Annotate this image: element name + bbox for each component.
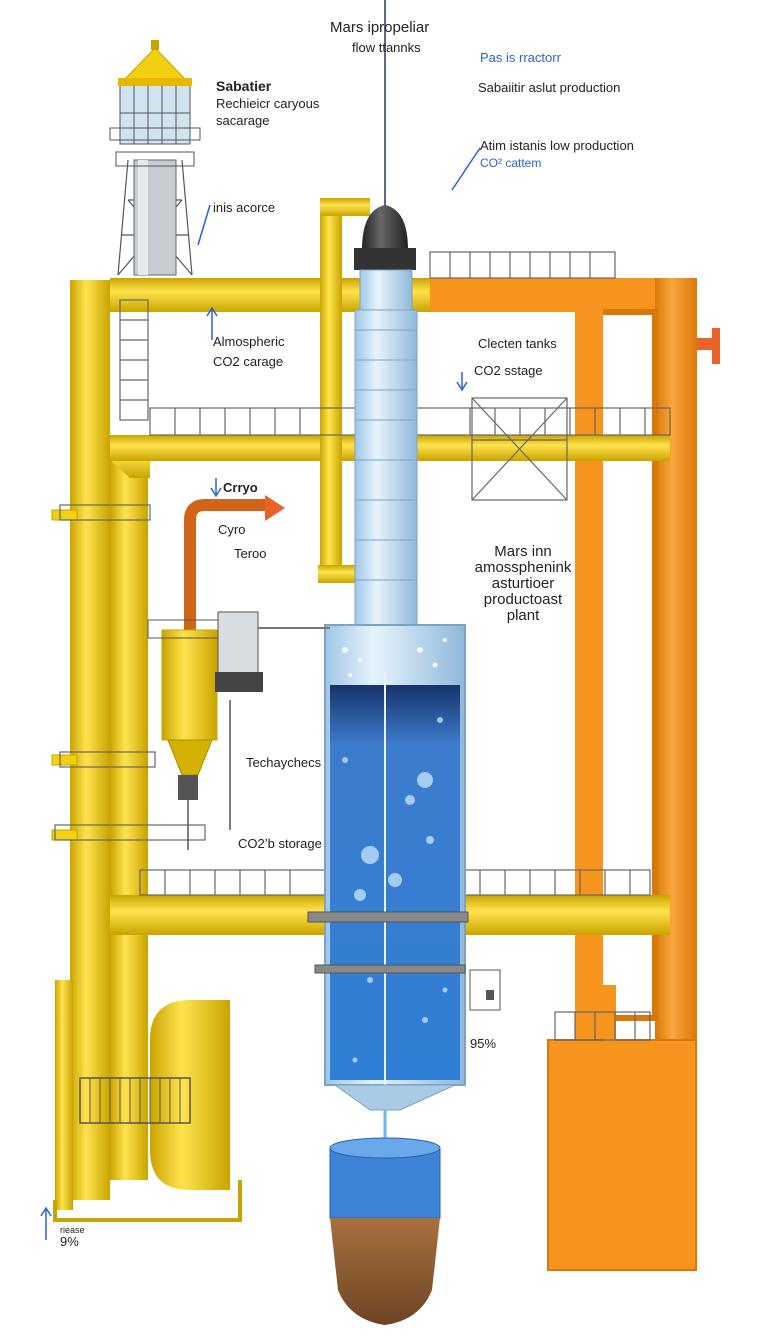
low-production-label: Atim istanis low production bbox=[480, 138, 634, 153]
techaychecs-label: Techaychecs bbox=[246, 755, 322, 770]
title-line1: Mars ipropeliar bbox=[330, 19, 430, 36]
sabatier-sub2: sacarage bbox=[216, 113, 270, 128]
plant-line3: asturtioer bbox=[491, 575, 555, 592]
plant-line4: productoast bbox=[483, 591, 563, 608]
rocket-nose-ring bbox=[354, 248, 416, 270]
sabatier-tower bbox=[109, 40, 201, 276]
clean-tanks-label: Clecten tanks bbox=[478, 336, 557, 351]
rocket-column bbox=[354, 0, 418, 672]
reactor-label: Pas is rractorr bbox=[480, 50, 561, 65]
valve-icon bbox=[712, 328, 720, 364]
atmospheric-line1: Almospheric bbox=[213, 334, 285, 349]
blue-pointers bbox=[40, 147, 481, 1240]
co2-system-label: CO² cattem bbox=[480, 156, 542, 170]
right-orange-column bbox=[655, 278, 697, 1078]
source-label: inis acorce bbox=[213, 200, 276, 215]
cryo-label: Cyro bbox=[218, 522, 246, 537]
co2-storage-label: CO2’b storage bbox=[238, 836, 322, 851]
cryo-arrow-icon bbox=[265, 495, 285, 521]
sabatier-sub1: Rechieicr caryous bbox=[216, 96, 320, 111]
teroo-label: Teroo bbox=[234, 546, 267, 561]
left-vessel bbox=[147, 495, 330, 850]
title-line2: flow ttannks bbox=[352, 40, 421, 55]
small-label: riease bbox=[60, 1225, 85, 1235]
plant-line1: Mars inn bbox=[494, 543, 552, 560]
percent-left: 9% bbox=[60, 1234, 79, 1249]
railings bbox=[54, 251, 671, 1041]
right-orange-base bbox=[547, 1039, 697, 1271]
plant-line5: plant bbox=[506, 607, 540, 624]
glass-tank bbox=[354, 309, 418, 641]
plant-label: Mars inn amossphenink asturtioer product… bbox=[468, 544, 578, 624]
sabatier-title: Sabatier bbox=[216, 78, 272, 94]
cryo-arrow-label: Crryo bbox=[223, 480, 258, 495]
sabatier-production-label: Sabaiitir aslut production bbox=[478, 80, 621, 95]
co2-stage-label: CO2 sstage bbox=[474, 363, 543, 378]
atmospheric-line2: CO2 carage bbox=[213, 354, 284, 369]
collection-basin bbox=[329, 1137, 441, 1325]
plant-line2: amossphenink bbox=[474, 559, 572, 576]
percent-right: 95% bbox=[470, 1036, 497, 1051]
water-tank bbox=[307, 624, 501, 1225]
left-yellow-column bbox=[70, 280, 110, 1200]
yellow-frame bbox=[51, 198, 670, 1222]
